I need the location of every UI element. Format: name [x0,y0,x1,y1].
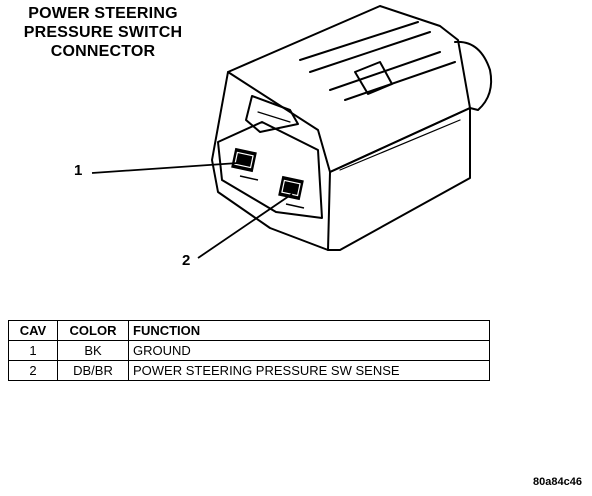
header-function: FUNCTION [128,320,490,341]
cavity-1-terminal [231,147,259,181]
connector-cavity-frame [217,121,323,219]
callout-1-label: 1 [74,162,83,179]
header-color: COLOR [57,320,129,341]
connector-top-surface [227,5,471,173]
title-line-2: PRESSURE SWITCH [23,24,183,41]
table-row: 1 BK GROUND [8,340,490,361]
callout-2-label: 2 [182,252,191,269]
title-line-1: POWER STEERING [28,5,178,22]
row-1-function: GROUND [128,340,490,361]
connector-illustration [91,5,493,259]
diagram-title: POWER STEERING PRESSURE SWITCH CONNECTOR [8,4,198,61]
connector-rear-latch [454,40,493,111]
callout-2-leader [197,193,293,259]
row-1-color: BK [57,340,129,361]
pinout-table: CAV COLOR FUNCTION 1 BK GROUND 2 DB/BR P… [8,320,490,381]
title-line-3: CONNECTOR [50,43,156,60]
row-2-cav: 2 [8,360,58,381]
row-1-cav: 1 [8,340,58,361]
row-2-color: DB/BR [57,360,129,381]
connector-latch-tab [245,95,299,133]
connector-side-body [327,107,471,251]
connector-front-face [211,71,331,251]
figure-code: 80a84c46 [533,476,582,488]
header-cav: CAV [8,320,58,341]
callout-1-leader [91,162,239,174]
row-2-function: POWER STEERING PRESSURE SW SENSE [128,360,490,381]
table-row: 2 DB/BR POWER STEERING PRESSURE SW SENSE [8,360,490,381]
cavity-2-terminal [278,175,305,209]
table-header-row: CAV COLOR FUNCTION [8,320,490,341]
